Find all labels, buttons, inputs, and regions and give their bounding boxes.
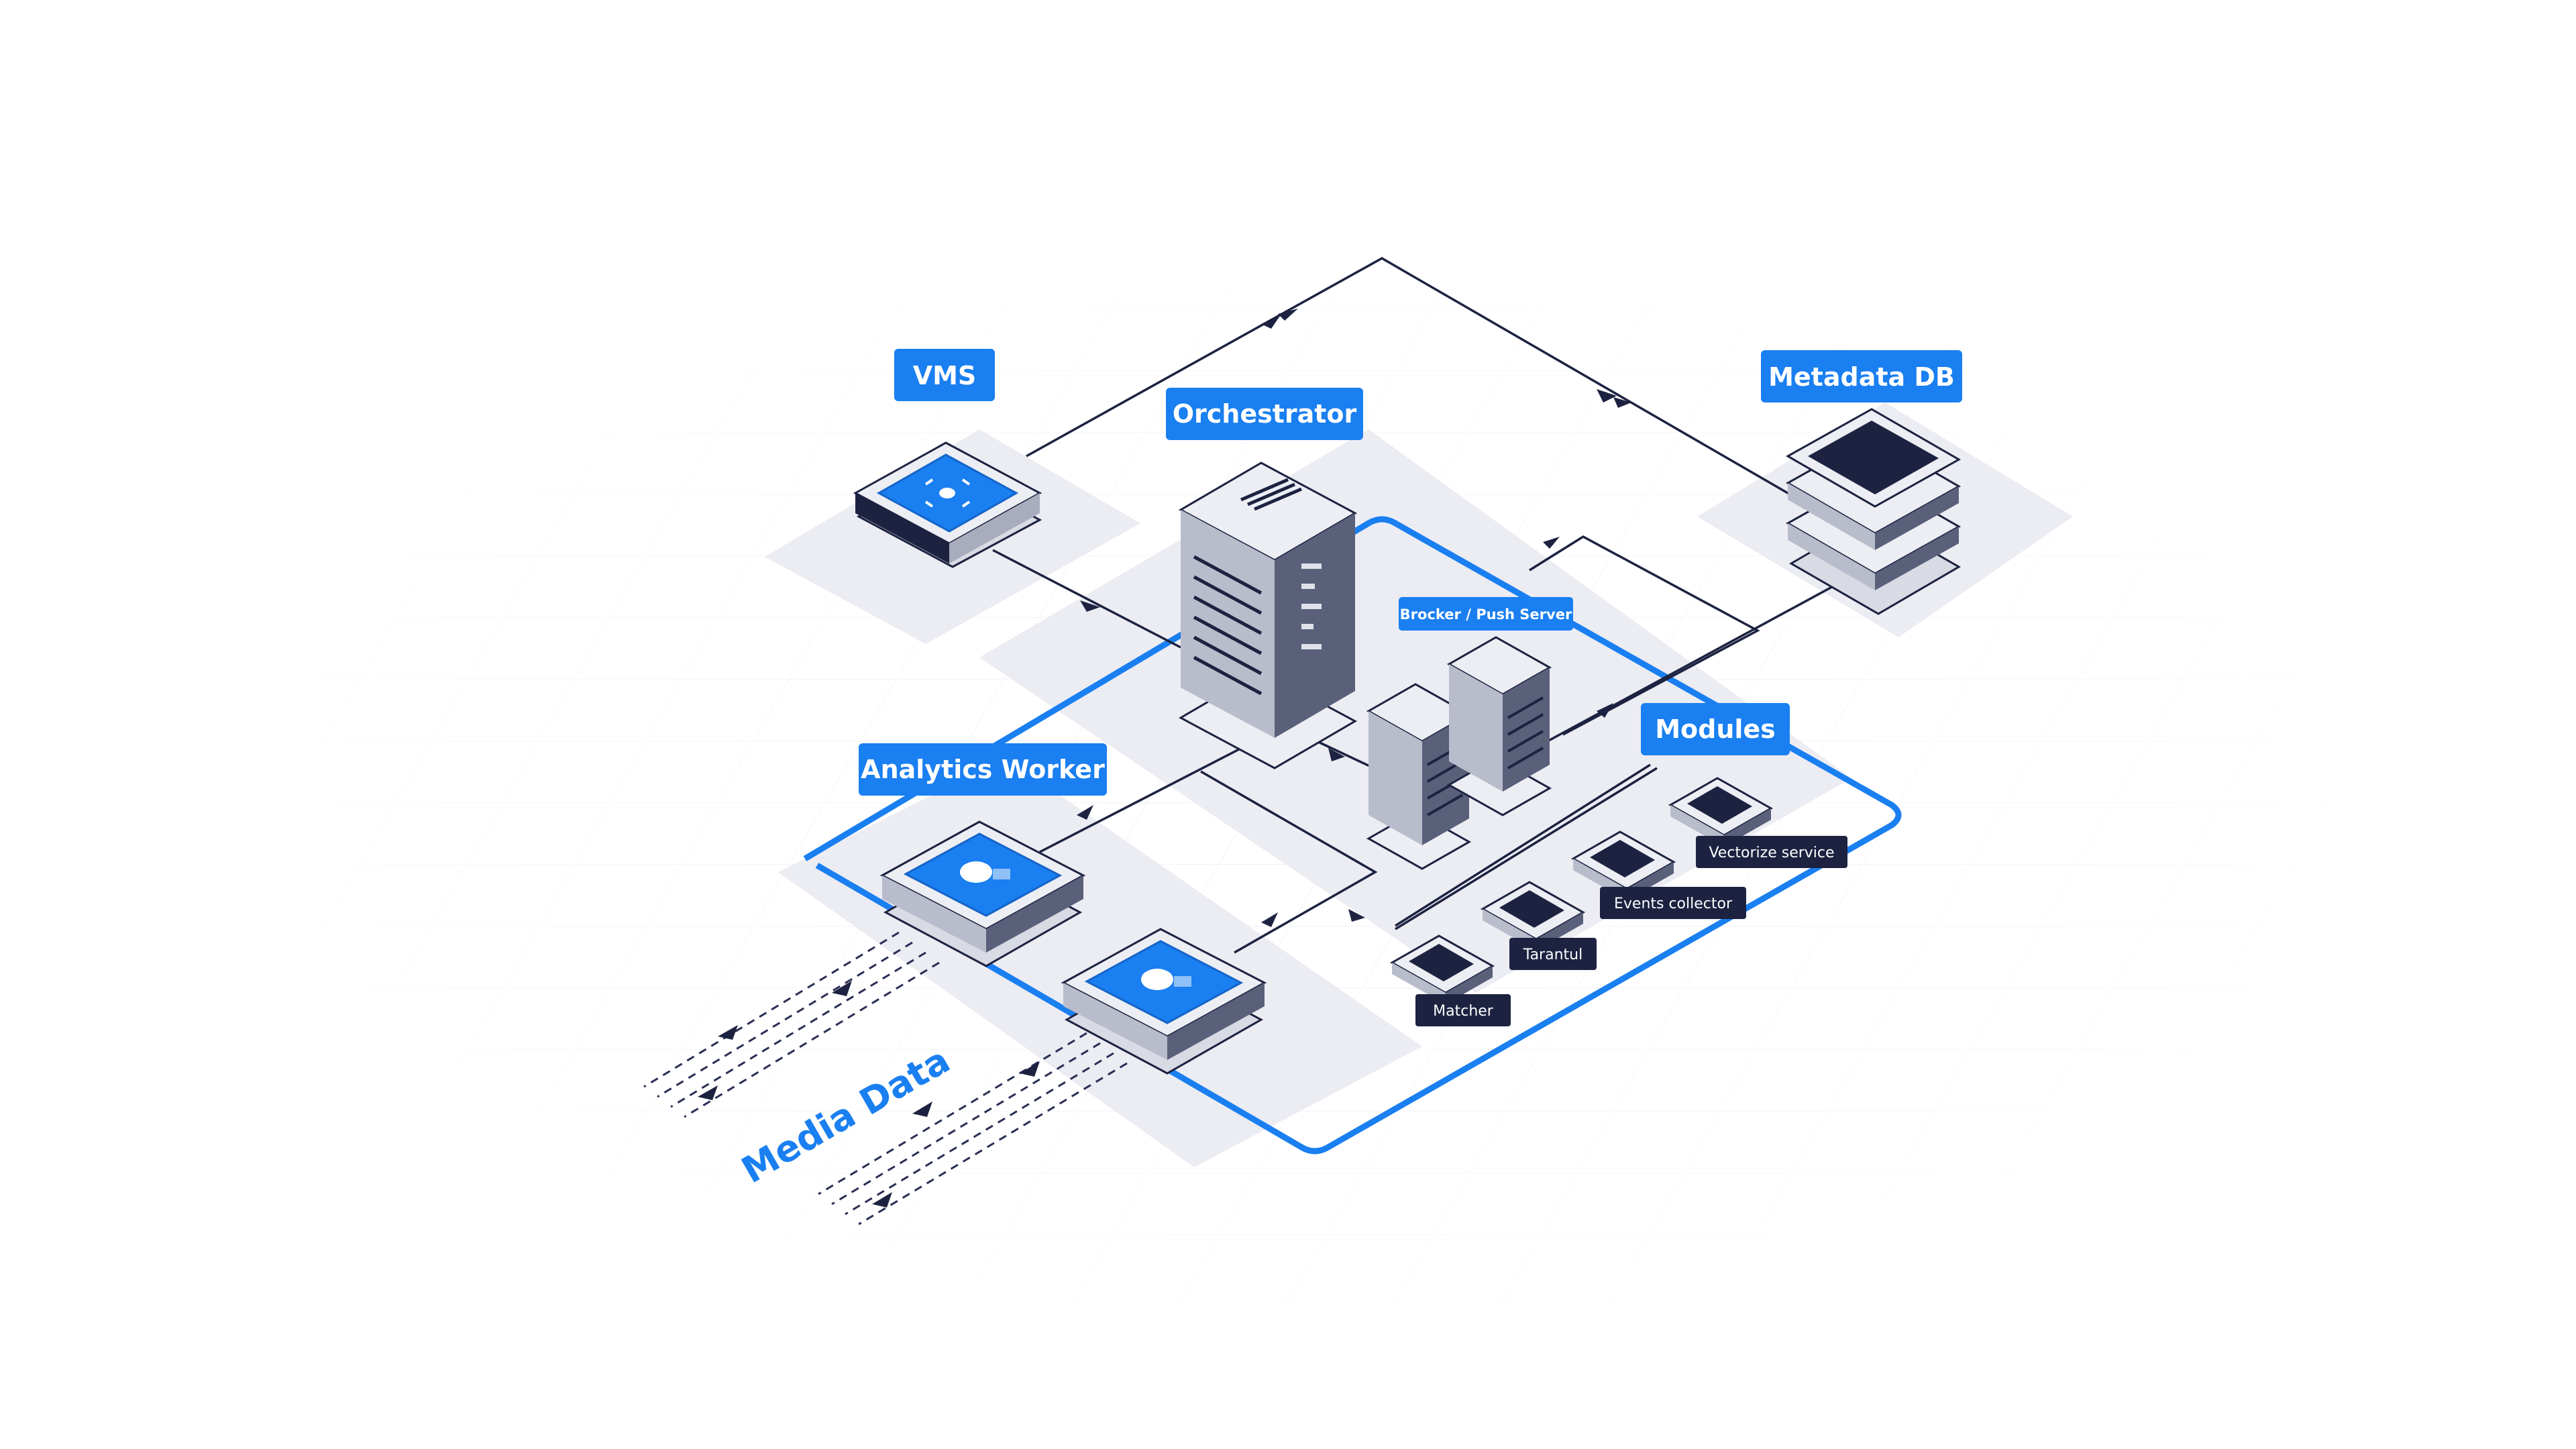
media-data-streams	[643, 931, 1128, 1226]
vent-slats	[1507, 696, 1544, 769]
arrow-marker	[1328, 748, 1345, 761]
analytics-worker-1[interactable]	[879, 820, 1086, 967]
orchestrator-label-text: Orchestrator	[1173, 399, 1357, 429]
modules-label-text: Modules	[1655, 714, 1776, 744]
arrow-marker	[1261, 912, 1278, 927]
top-vent-icon	[1240, 478, 1302, 511]
orchestrator-label: Orchestrator	[1166, 388, 1363, 440]
analytics-worker-label-text: Analytics Worker	[861, 755, 1105, 784]
vectorize-service-label: Vectorize service	[1696, 836, 1847, 868]
arrow-marker	[718, 1025, 738, 1040]
vectorize-service-label-text: Vectorize service	[1709, 845, 1834, 861]
broker-label: Brocker / Push Server	[1399, 597, 1573, 631]
media-arrowheads	[698, 981, 1040, 1208]
system-boundary	[803, 516, 1902, 1155]
analytics-worker-2[interactable]	[1061, 928, 1267, 1075]
tarantul-label: Tarantul	[1509, 938, 1597, 970]
vms-metadata-link	[1026, 256, 1852, 531]
broker-metadata-link	[1529, 535, 1760, 736]
arrow-marker	[1543, 537, 1560, 549]
gear-icon	[960, 861, 1010, 883]
vms-label: VMS	[894, 349, 995, 401]
matcher-label: Matcher	[1415, 994, 1511, 1026]
module-chip-vectorize[interactable]	[1668, 777, 1774, 847]
matcher-label-text: Matcher	[1433, 1003, 1494, 1020]
arrow-marker	[1080, 600, 1100, 612]
focus-icon	[924, 478, 971, 508]
broker-label-text: Brocker / Push Server	[1400, 606, 1572, 623]
arrow-marker	[912, 1102, 932, 1117]
gear-icon	[1141, 969, 1191, 990]
vms-device[interactable]	[853, 441, 1042, 568]
tarantul-label-text: Tarantul	[1523, 947, 1582, 963]
orchestrator-analytics-link	[1039, 737, 1262, 853]
arrow-marker	[1077, 805, 1093, 820]
arrow-marker	[1348, 909, 1365, 922]
arrow-marker	[1613, 397, 1631, 408]
analytics-modules-link	[1200, 770, 1378, 954]
analytics-worker-label: Analytics Worker	[859, 743, 1107, 796]
arrow-marker	[1261, 314, 1281, 329]
metadata-db[interactable]	[1785, 408, 1962, 615]
vent-slats	[1193, 555, 1263, 696]
vms-orchestrator-link	[992, 549, 1181, 649]
arrow-marker	[1020, 1061, 1040, 1077]
arrow-marker	[1597, 389, 1617, 402]
module-chip-matcher[interactable]	[1389, 934, 1495, 1004]
arrow-marker	[1278, 309, 1298, 321]
modules-label: Modules	[1641, 703, 1790, 755]
broker-server-left[interactable]	[1366, 683, 1472, 870]
metadata-db-label-text: Metadata DB	[1768, 362, 1955, 392]
metadata-db-label: Metadata DB	[1761, 350, 1962, 402]
connection-lines	[992, 256, 1852, 954]
module-bus	[1395, 767, 1658, 930]
modules-link	[1395, 763, 1651, 927]
status-lights	[1301, 564, 1322, 649]
broker-server-right[interactable]	[1446, 636, 1552, 816]
events-collector-label-text: Events collector	[1614, 896, 1733, 912]
arrow-marker	[698, 1085, 718, 1100]
events-collector-label: Events collector	[1600, 887, 1746, 919]
arrow-marker	[872, 1192, 892, 1208]
orchestrator-server[interactable]	[1178, 462, 1358, 769]
vms-label-text: VMS	[913, 361, 977, 390]
direction-arrows	[1077, 309, 1631, 927]
arrow-marker	[832, 981, 852, 996]
arrow-marker	[1597, 703, 1613, 718]
